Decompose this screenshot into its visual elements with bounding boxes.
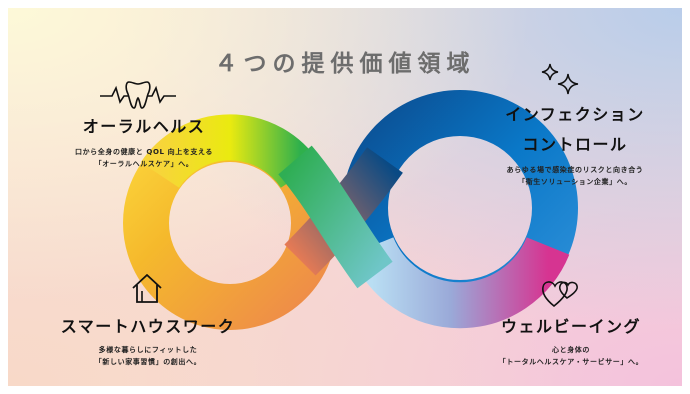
infection-control-desc-1: あらゆる場で感染症のリスクと向き合う xyxy=(506,166,644,174)
infection-control-section: インフェクション コントロール あらゆる場で感染症のリスクと向き合う 「衛生ソリ… xyxy=(460,104,690,188)
house-icon xyxy=(132,274,162,303)
oral-health-desc-2: 「オーラルヘルスケア」へ。 xyxy=(94,160,194,168)
infection-control-title-1: インフェクション xyxy=(505,105,645,124)
smart-house-work-section: スマートハウスワーク 多様な暮らしにフィットした 「新しい家事習慣」の創出へ。 xyxy=(48,316,248,368)
crossing-band-front xyxy=(278,145,393,289)
infection-control-title-2: コントロール xyxy=(522,135,628,154)
double-heart-icon xyxy=(541,281,578,308)
infection-control-desc-2: 「衛生ソリューション企業」へ。 xyxy=(518,178,632,186)
smart-house-work-desc-2: 「新しい家事習慣」の創出へ。 xyxy=(94,358,202,366)
oral-health-desc-1: 口から全身の健康と QOL 向上を支える xyxy=(74,148,214,156)
oral-health-section: オーラルヘルス 口から全身の健康と QOL 向上を支える 「オーラルヘルスケア」… xyxy=(44,116,244,170)
tooth-heartbeat-icon xyxy=(100,81,176,109)
oral-health-title: オーラルヘルス xyxy=(82,117,206,136)
page-title: ４つの提供価値領域 xyxy=(214,51,476,77)
wellbeing-desc-1: 心と身体の xyxy=(552,346,590,354)
wellbeing-desc-2: 「トータルヘルスケア・サービサー」へ。 xyxy=(498,358,644,366)
wellbeing-title: ウェルビーイング xyxy=(500,317,641,336)
wellbeing-section: ウェルビーイング 心と身体の 「トータルヘルスケア・サービサー」へ。 xyxy=(456,316,686,368)
sparkle-icon xyxy=(541,63,579,95)
smart-house-work-desc-1: 多様な暮らしにフィットした xyxy=(98,346,198,354)
smart-house-work-title: スマートハウスワーク xyxy=(60,317,236,336)
